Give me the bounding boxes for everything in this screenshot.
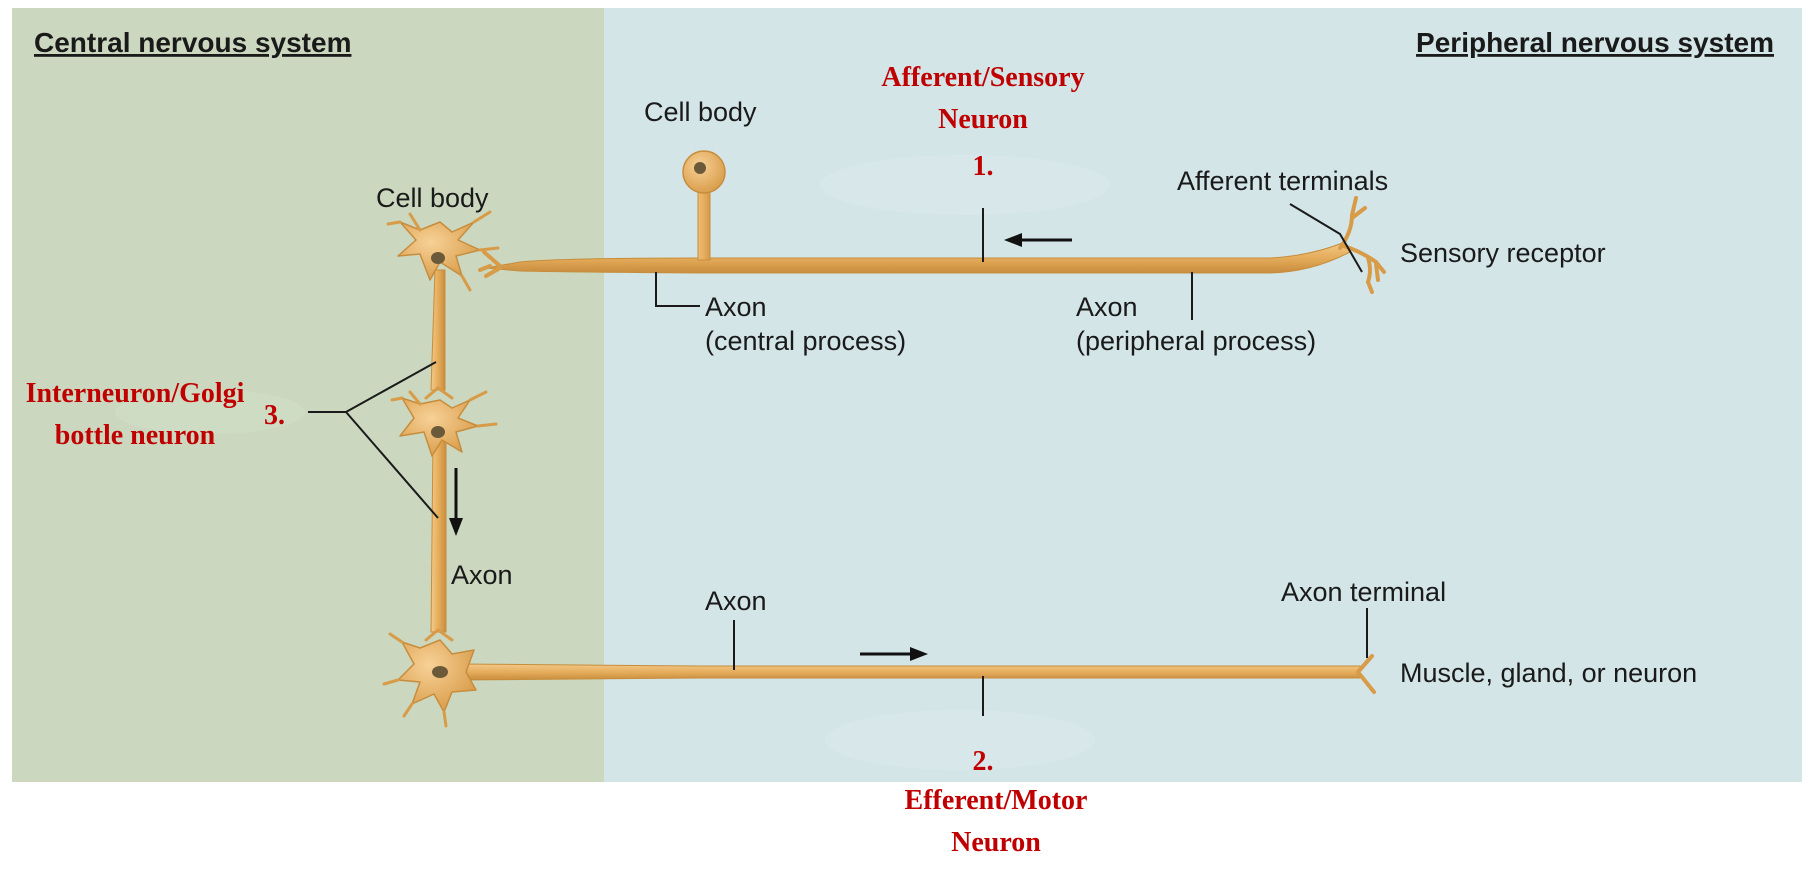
interneuron bbox=[386, 210, 500, 642]
motor-neuron-name-line2: Neuron bbox=[951, 827, 1041, 858]
leader-afferent-terminals bbox=[1289, 203, 1363, 273]
interneuron-number: 3. bbox=[264, 400, 285, 431]
sensory-neuron bbox=[478, 150, 1386, 294]
axon-central-label-line2: (central process) bbox=[705, 326, 906, 356]
motor-axon-terminal-shape bbox=[1356, 654, 1376, 694]
motor-neuron-number: 2. bbox=[973, 746, 994, 777]
axon-central-label-line1: Axon bbox=[705, 292, 767, 322]
cns-title: Central nervous system bbox=[34, 27, 351, 58]
motor-neuron-name-line1: Efferent/Motor bbox=[905, 785, 1088, 816]
interneuron-cell-body-label: Cell body bbox=[376, 183, 489, 213]
axon-peripheral-label-line2: (peripheral process) bbox=[1076, 326, 1316, 356]
leader-interneuron bbox=[308, 361, 439, 519]
interneuron-middle-cell-body bbox=[390, 390, 498, 457]
sensory-cell-body-label: Cell body bbox=[644, 97, 757, 127]
interneuron-direction-arrow bbox=[449, 468, 463, 536]
interneuron-axon-label: Axon bbox=[451, 560, 513, 590]
sensory-neuron-name-line2: Neuron bbox=[938, 104, 1028, 135]
sensory-nucleus bbox=[694, 162, 706, 174]
axon-terminal-label: Axon terminal bbox=[1281, 577, 1446, 607]
sensory-neuron-number: 1. bbox=[973, 151, 994, 182]
sensory-central-end bbox=[478, 250, 502, 278]
motor-neuron bbox=[382, 632, 1376, 728]
faded-label-patches bbox=[115, 155, 1110, 770]
sensory-direction-arrow bbox=[1004, 233, 1072, 247]
interneuron-bottom-axon bbox=[430, 439, 447, 633]
axon-peripheral-label-line1: Axon bbox=[1076, 292, 1138, 322]
sensory-receptor-label: Sensory receptor bbox=[1400, 238, 1606, 268]
cns-region bbox=[12, 8, 604, 782]
leader-axon-central bbox=[655, 272, 700, 307]
interneuron-name-line2: bottle neuron bbox=[55, 420, 216, 451]
motor-target-label: Muscle, gland, or neuron bbox=[1400, 658, 1697, 688]
pns-region bbox=[604, 8, 1802, 782]
motor-cell-body bbox=[382, 632, 477, 728]
interneuron-top-axon bbox=[430, 269, 446, 391]
motor-direction-arrow bbox=[860, 647, 928, 661]
interneuron-top-cell-body bbox=[386, 210, 500, 292]
motor-axon-label: Axon bbox=[705, 586, 767, 616]
pns-title: Peripheral nervous system bbox=[1416, 27, 1774, 58]
interneuron-name-line1: Interneuron/Golgi bbox=[26, 378, 245, 409]
sensory-neuron-name-line1: Afferent/Sensory bbox=[881, 62, 1084, 93]
sensory-receptor-branches bbox=[1338, 196, 1386, 294]
afferent-terminals-label: Afferent terminals bbox=[1177, 166, 1388, 196]
motor-axon bbox=[459, 663, 1361, 681]
